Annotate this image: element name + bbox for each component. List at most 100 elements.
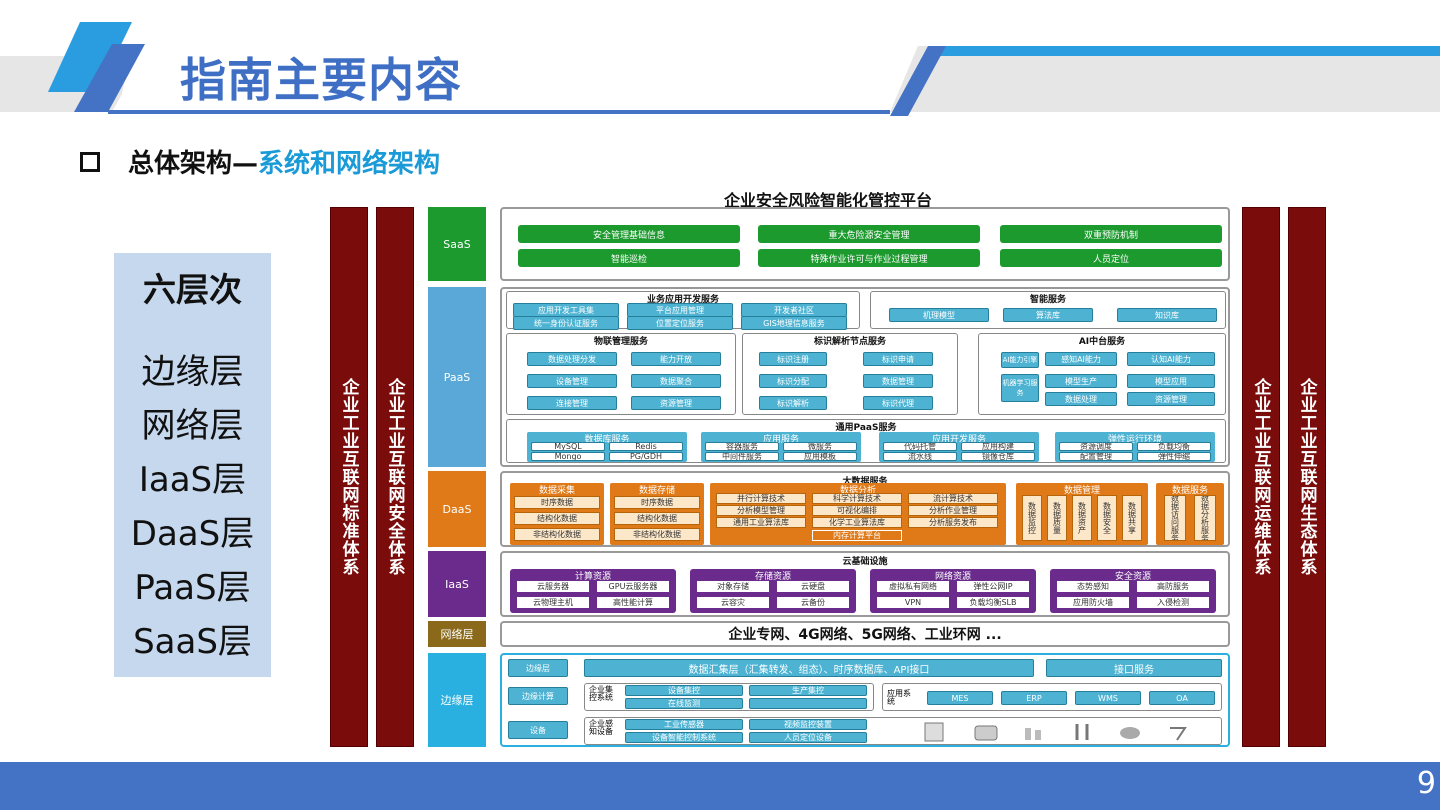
- store-name: 数据存储: [638, 486, 675, 496]
- smart-card: 智能服务 机理模型 算法库 知识库: [870, 291, 1226, 329]
- ai-item: 数据处理: [1045, 392, 1117, 406]
- manage-name: 数据管理: [1063, 486, 1100, 496]
- edge-app-item: OA: [1149, 691, 1215, 705]
- iaas-item: 对象存储: [696, 580, 770, 593]
- ai-title: AI中台服务: [1078, 337, 1126, 347]
- edge-control-item: [749, 698, 867, 709]
- analysis-footer: 内存计算平台: [812, 530, 902, 541]
- id-item: 标识注册: [759, 352, 827, 366]
- id-item: 标识分配: [759, 374, 827, 388]
- edge-row-label: 设备: [508, 721, 568, 739]
- label-iaas: IaaS: [428, 551, 486, 617]
- id-card: 标识解析节点服务 标识注册 标识申请 标识分配 数据管理 标识解析 标识代理: [742, 333, 958, 415]
- store-item: 时序数据: [614, 496, 700, 509]
- service-item: 数据分析服务: [1194, 495, 1216, 541]
- store-item: 非结构化数据: [614, 528, 700, 541]
- manage-item: 数据资产: [1072, 495, 1092, 541]
- smart-title: 智能服务: [1029, 295, 1066, 305]
- analysis-item: 分析模型管理: [716, 505, 806, 516]
- header-decoration: [0, 22, 1440, 116]
- iaas-group-name: 安全资源: [1114, 572, 1151, 582]
- group-item: Mongo: [531, 452, 605, 461]
- ai-item: 机器学习服务: [1001, 374, 1039, 402]
- edge-data-layer: 数据汇集层（汇集转发、组态）、时序数据库、API接口: [584, 659, 1034, 677]
- edge-device-item: 工业传感器: [625, 719, 743, 730]
- group-name: 数据库服务: [584, 435, 630, 445]
- iaas-title: 云基础设施: [842, 557, 888, 567]
- group-item: 代码托管: [883, 442, 957, 451]
- layer-item: DaaS层: [130, 514, 255, 554]
- ai-item: AI能力引擎: [1001, 352, 1039, 368]
- store-item: 结构化数据: [614, 512, 700, 525]
- biz-item: 位置定位服务: [627, 316, 733, 330]
- general-group: 数据库服务 MySQL Redis Mongo PG/GDH: [527, 432, 687, 462]
- iot-title: 物联管理服务: [593, 337, 648, 347]
- group-item: PG/GDH: [609, 452, 683, 461]
- daas-analysis: 数据分析 并行计算技术 科学计算技术 流计算技术 分析模型管理 可视化编排 分析…: [710, 483, 1006, 545]
- daas-store: 数据存储 时序数据 结构化数据 非结构化数据: [610, 483, 704, 545]
- saas-item: 人员定位: [1000, 249, 1222, 267]
- collect-item: 时序数据: [514, 496, 600, 509]
- biz-item: 开发者社区: [741, 303, 847, 317]
- section-subtitle: 总体架构—系统和网络架构: [80, 143, 440, 180]
- group-item: MySQL: [531, 442, 605, 451]
- saas-item: 双重预防机制: [1000, 225, 1222, 243]
- general-group: 应用服务 容器服务 微服务 中间件服务 应用模板: [701, 432, 861, 462]
- smart-item: 知识库: [1117, 308, 1217, 322]
- group-item: 弹性伸缩: [1137, 452, 1211, 461]
- ai-card: AI中台服务 AI能力引擎 感知AI能力 认知AI能力 机器学习服务 模型生产 …: [978, 333, 1226, 415]
- biz-card: 业务应用开发服务 应用开发工具集 平台应用管理 开发者社区 统一身份认证服务 位…: [506, 291, 860, 330]
- iaas-item: GPU云服务器: [596, 580, 670, 593]
- saas-section: 安全管理基础信息 重大危险源安全管理 双重预防机制 智能巡检 特殊作业许可与作业…: [500, 207, 1230, 281]
- layer-item: 边缘层: [141, 352, 244, 392]
- analysis-item: 科学计算技术: [812, 493, 902, 504]
- analysis-item: 流计算技术: [908, 493, 998, 504]
- biz-item: 统一身份认证服务: [513, 316, 619, 330]
- id-title: 标识解析节点服务: [813, 337, 886, 347]
- edge-device-item: 设备智能控制系统: [625, 732, 743, 743]
- iaas-item: 云备份: [776, 596, 850, 609]
- iaas-item: 态势感知: [1056, 580, 1130, 593]
- label-edge: 边缘层: [428, 653, 486, 747]
- saas-item: 特殊作业许可与作业过程管理: [758, 249, 980, 267]
- general-group: 应用开发服务 代码托管 应用构建 流水线 镜像仓库: [879, 432, 1039, 462]
- group-item: 应用构建: [961, 442, 1035, 451]
- ai-item: 感知AI能力: [1045, 352, 1117, 366]
- analysis-item: 可视化编排: [812, 505, 902, 516]
- edge-app-card: 应用系统 MES ERP WMS OA: [882, 683, 1222, 711]
- group-item: Redis: [609, 442, 683, 451]
- id-item: 标识解析: [759, 396, 827, 410]
- edge-app-item: ERP: [1001, 691, 1067, 705]
- iaas-item: 云物理主机: [516, 596, 590, 609]
- iot-item: 数据处理分发: [527, 352, 617, 366]
- group-item: 负载均衡: [1137, 442, 1211, 451]
- label-network: 网络层: [428, 621, 486, 647]
- manage-item: 数据共享: [1122, 495, 1142, 541]
- edge-control-card: 企业集控系统 设备集控 生产集控 在线监测: [584, 683, 874, 711]
- analysis-name: 数据分析: [839, 486, 876, 496]
- id-item: 标识代理: [863, 396, 933, 410]
- layer-item: SaaS层: [133, 622, 252, 662]
- manage-item: 数据监控: [1022, 495, 1042, 541]
- iaas-group-name: 网络资源: [934, 572, 971, 582]
- edge-device-item: 视频监控装置: [749, 719, 867, 730]
- edge-app-item: WMS: [1075, 691, 1141, 705]
- iot-item: 资源管理: [631, 396, 721, 410]
- layer-item: 网络层: [141, 406, 244, 446]
- edge-section: 边缘层 数据汇集层（汇集转发、组态）、时序数据库、API接口 接口服务 边缘计算…: [500, 653, 1230, 747]
- edge-device-item: 人员定位设备: [749, 732, 867, 743]
- biz-item: 应用开发工具集: [513, 303, 619, 317]
- group-item: 镜像仓库: [961, 452, 1035, 461]
- analysis-item: 分析作业管理: [908, 505, 998, 516]
- pillar-standard: 企业工业互联网标准体系: [330, 207, 368, 747]
- edge-control-item: 设备集控: [625, 685, 743, 696]
- saas-item: 重大危险源安全管理: [758, 225, 980, 243]
- general-paas-card: 通用PaaS服务 数据库服务 MySQL Redis Mongo PG/GDH …: [506, 419, 1226, 463]
- edge-control-item: 生产集控: [749, 685, 867, 696]
- collect-name: 数据采集: [538, 486, 575, 496]
- iot-item: 连接管理: [527, 396, 617, 410]
- daas-title: 大数据服务: [842, 477, 888, 487]
- iaas-group: 存储资源 对象存储 云硬盘 云容灾 云备份: [690, 569, 856, 613]
- iaas-item: 云硬盘: [776, 580, 850, 593]
- ai-item: 资源管理: [1127, 392, 1215, 406]
